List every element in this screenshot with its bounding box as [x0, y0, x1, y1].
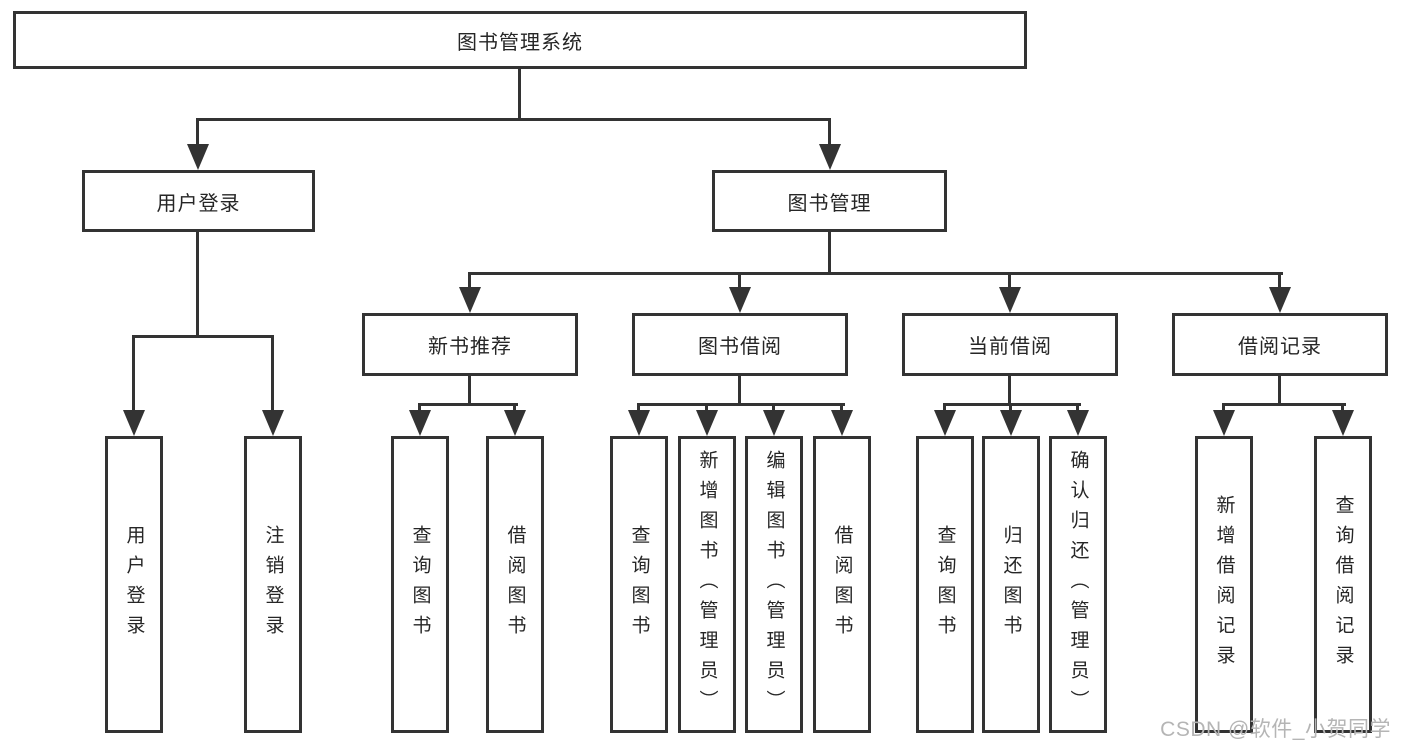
connector-line: [828, 232, 831, 275]
node-current-borrow: 当前借阅: [902, 313, 1118, 376]
connector-line: [1278, 272, 1281, 290]
connector-line: [705, 403, 708, 415]
connector-line: [196, 232, 199, 338]
arrowhead-down-icon: [934, 410, 956, 436]
node-leaf-confirm-return-admin: 确认归还（管理员）: [1049, 436, 1107, 733]
node-leaf-add-borrow-record: 新增借阅记录: [1195, 436, 1253, 733]
connector-line: [271, 335, 274, 412]
connector-line: [418, 403, 421, 415]
leaf-label: 借阅图书: [831, 524, 853, 645]
node-current-borrow-label: 当前借阅: [968, 336, 1052, 358]
leaf-label: 确认归还（管理员）: [1067, 449, 1089, 720]
connector-line: [637, 403, 640, 415]
connector-line: [132, 335, 274, 338]
leaf-label: 用户登录: [123, 524, 145, 645]
arrowhead-down-icon: [1067, 410, 1089, 436]
arrowhead-down-icon: [1269, 287, 1291, 313]
connector-line: [943, 403, 946, 415]
node-leaf-query-books-newbooks: 查询图书: [391, 436, 449, 733]
arrowhead-down-icon: [262, 410, 284, 436]
leaf-label: 编辑图书（管理员）: [763, 449, 785, 720]
node-leaf-edit-books-admin: 编辑图书（管理员）: [745, 436, 803, 733]
connector-line: [468, 272, 1283, 275]
node-user-login: 用户登录: [82, 170, 315, 232]
arrowhead-down-icon: [123, 410, 145, 436]
node-root: 图书管理系统: [13, 11, 1027, 69]
connector-line: [637, 403, 845, 406]
leaf-label: 查询图书: [409, 524, 431, 645]
node-leaf-logout: 注销登录: [244, 436, 302, 733]
connector-line: [518, 69, 521, 121]
node-user-login-label: 用户登录: [156, 192, 241, 215]
node-book-management: 图书管理: [712, 170, 947, 232]
connector-line: [418, 403, 518, 406]
leaf-label: 注销登录: [262, 524, 284, 645]
node-new-book-recommend: 新书推荐: [362, 313, 578, 376]
leaf-label: 新增图书（管理员）: [696, 449, 718, 720]
arrowhead-down-icon: [628, 410, 650, 436]
arrowhead-down-icon: [999, 287, 1021, 313]
connector-line: [1008, 272, 1011, 290]
connector-line: [1076, 403, 1079, 415]
connector-line: [196, 118, 831, 121]
node-book-management-label: 图书管理: [787, 192, 872, 215]
arrowhead-down-icon: [504, 410, 526, 436]
connector-line: [1222, 403, 1346, 406]
node-leaf-return-books: 归还图书: [982, 436, 1040, 733]
arrowhead-down-icon: [1000, 410, 1022, 436]
node-leaf-query-borrow-record: 查询借阅记录: [1314, 436, 1372, 733]
connector-line: [1222, 403, 1225, 415]
node-borrow-records-label: 借阅记录: [1238, 336, 1322, 358]
connector-line: [943, 403, 1081, 406]
node-leaf-user-login: 用户登录: [105, 436, 163, 733]
connector-line: [468, 272, 471, 290]
arrowhead-down-icon: [1332, 410, 1354, 436]
arrowhead-down-icon: [187, 144, 209, 170]
connector-line: [1341, 403, 1344, 415]
leaf-label: 查询图书: [934, 524, 956, 645]
connector-line: [738, 272, 741, 290]
arrowhead-down-icon: [409, 410, 431, 436]
connector-line: [1008, 376, 1011, 406]
leaf-label: 归还图书: [1000, 524, 1022, 645]
leaf-label: 借阅图书: [504, 524, 526, 645]
node-leaf-borrow-books-newbooks: 借阅图书: [486, 436, 544, 733]
leaf-label: 新增借阅记录: [1213, 494, 1235, 675]
connector-line: [513, 403, 516, 415]
node-leaf-add-books-admin: 新增图书（管理员）: [678, 436, 736, 733]
leaf-label: 查询借阅记录: [1332, 494, 1354, 675]
connector-line: [738, 376, 741, 406]
arrowhead-down-icon: [763, 410, 785, 436]
connector-line: [132, 335, 135, 412]
node-book-borrow: 图书借阅: [632, 313, 848, 376]
connector-line: [840, 403, 843, 415]
node-new-book-recommend-label: 新书推荐: [428, 336, 512, 358]
arrowhead-down-icon: [459, 287, 481, 313]
node-book-borrow-label: 图书借阅: [698, 336, 782, 358]
node-leaf-query-books-borrow: 查询图书: [610, 436, 668, 733]
node-borrow-records: 借阅记录: [1172, 313, 1388, 376]
connector-line: [772, 403, 775, 415]
connector-line: [196, 118, 199, 148]
watermark: CSDN @软件_小贺同学: [1160, 718, 1391, 741]
connector-line: [468, 376, 471, 406]
node-leaf-query-books-current: 查询图书: [916, 436, 974, 733]
arrowhead-down-icon: [831, 410, 853, 436]
arrowhead-down-icon: [696, 410, 718, 436]
connector-line: [1278, 376, 1281, 406]
connector-line: [828, 118, 831, 148]
arrowhead-down-icon: [1213, 410, 1235, 436]
node-root-label: 图书管理系统: [457, 31, 583, 54]
node-leaf-borrow-books: 借阅图书: [813, 436, 871, 733]
connector-line: [1009, 403, 1012, 415]
arrowhead-down-icon: [819, 144, 841, 170]
arrowhead-down-icon: [729, 287, 751, 313]
leaf-label: 查询图书: [628, 524, 650, 645]
